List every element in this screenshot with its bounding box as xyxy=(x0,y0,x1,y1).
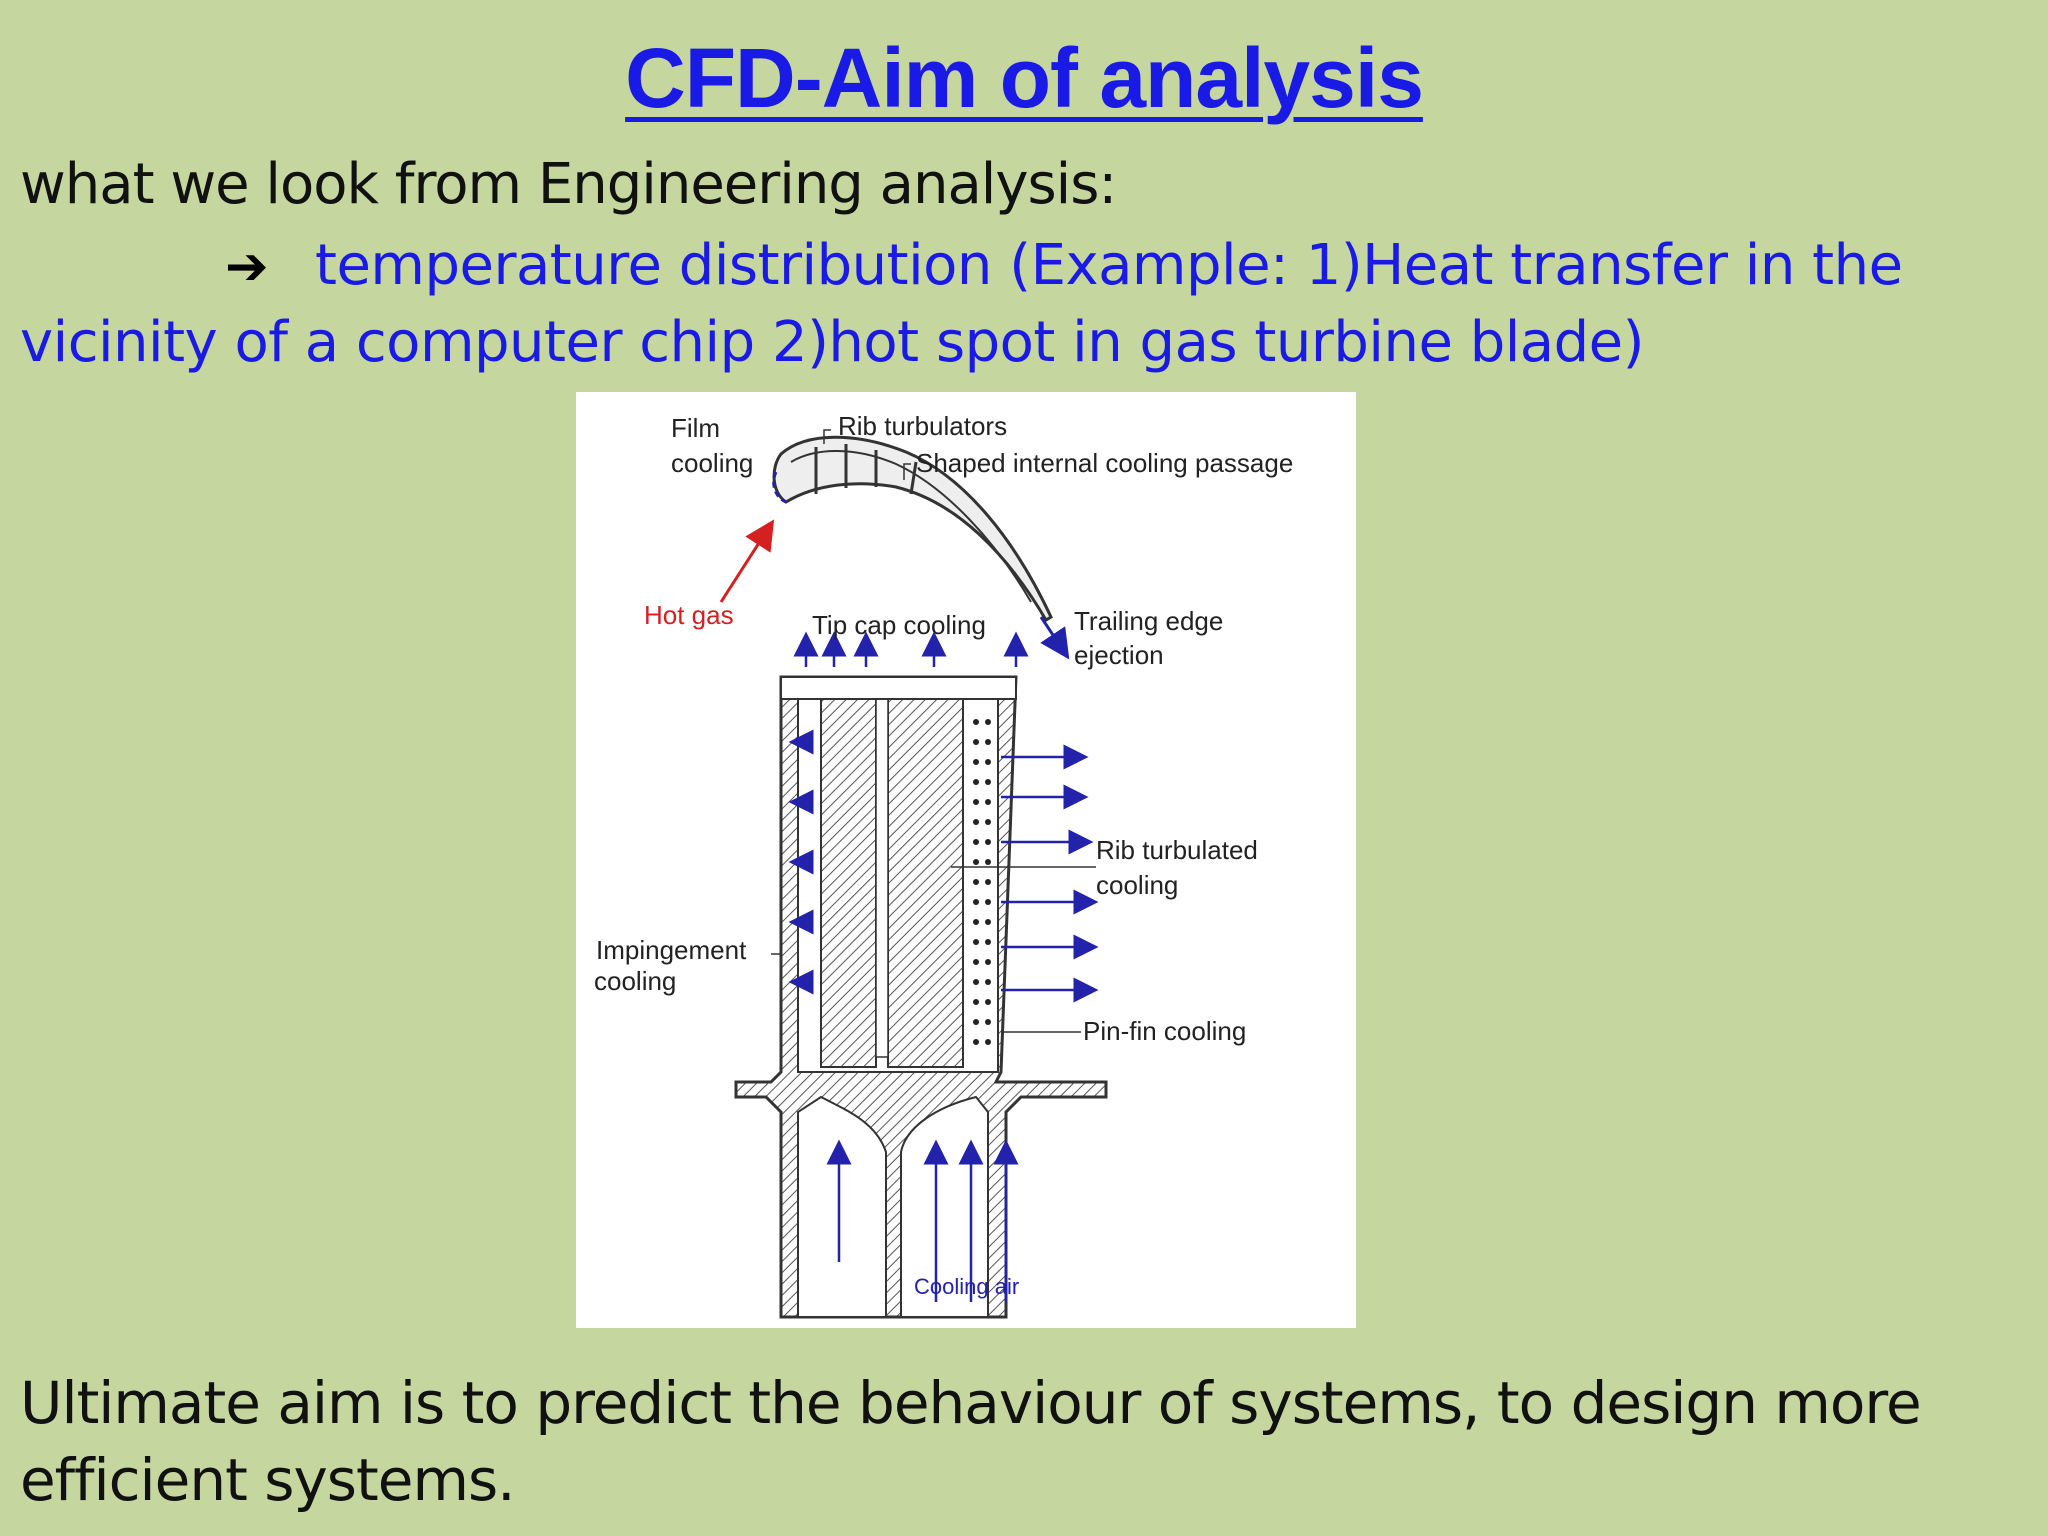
film-cooling-label-2: cooling xyxy=(671,448,753,478)
turbine-blade-cooling-diagram: Film cooling Rib turbulators Shaped inte… xyxy=(576,392,1356,1328)
rib-turbulated-label: Rib turbulated xyxy=(1096,835,1258,865)
intro-text: what we look from Engineering analysis: xyxy=(20,152,1117,217)
impingement-label-2: cooling xyxy=(594,966,676,996)
conclusion-text: Ultimate aim is to predict the behaviour… xyxy=(20,1369,1922,1514)
arrow-icon: ➔ xyxy=(225,237,269,297)
trailing-edge-label: Trailing edge xyxy=(1074,606,1223,636)
impingement-label: Impingement xyxy=(596,935,747,965)
cooling-air-label: Cooling air xyxy=(914,1274,1019,1299)
airflow-arrows xyxy=(788,631,1099,1302)
bullet-point: ➔temperature distribution (Example: 1)He… xyxy=(20,228,2030,381)
turbine-blade-svg: Film cooling Rib turbulators Shaped inte… xyxy=(594,411,1293,1319)
rib-turbulators-label: Rib turbulators xyxy=(838,411,1007,441)
pin-fin-label: Pin-fin cooling xyxy=(1083,1016,1246,1046)
trailing-edge-label-2: ejection xyxy=(1074,640,1164,670)
shaped-passage-label: Shaped internal cooling passage xyxy=(916,448,1293,478)
hot-gas-label: Hot gas xyxy=(644,600,734,630)
bullet-text: temperature distribution (Example: 1)Hea… xyxy=(20,233,1903,375)
blade-body xyxy=(734,675,1108,1319)
rib-turbulated-label-2: cooling xyxy=(1096,870,1178,900)
leader-lines xyxy=(771,429,1096,1033)
slide-title: CFD-Aim of analysis xyxy=(625,31,1424,125)
film-cooling-label: Film xyxy=(671,413,720,443)
hot-gas-arrow xyxy=(719,519,775,603)
airfoil-section xyxy=(772,435,1070,660)
tip-cap-cooling-label: Tip cap cooling xyxy=(812,610,986,640)
